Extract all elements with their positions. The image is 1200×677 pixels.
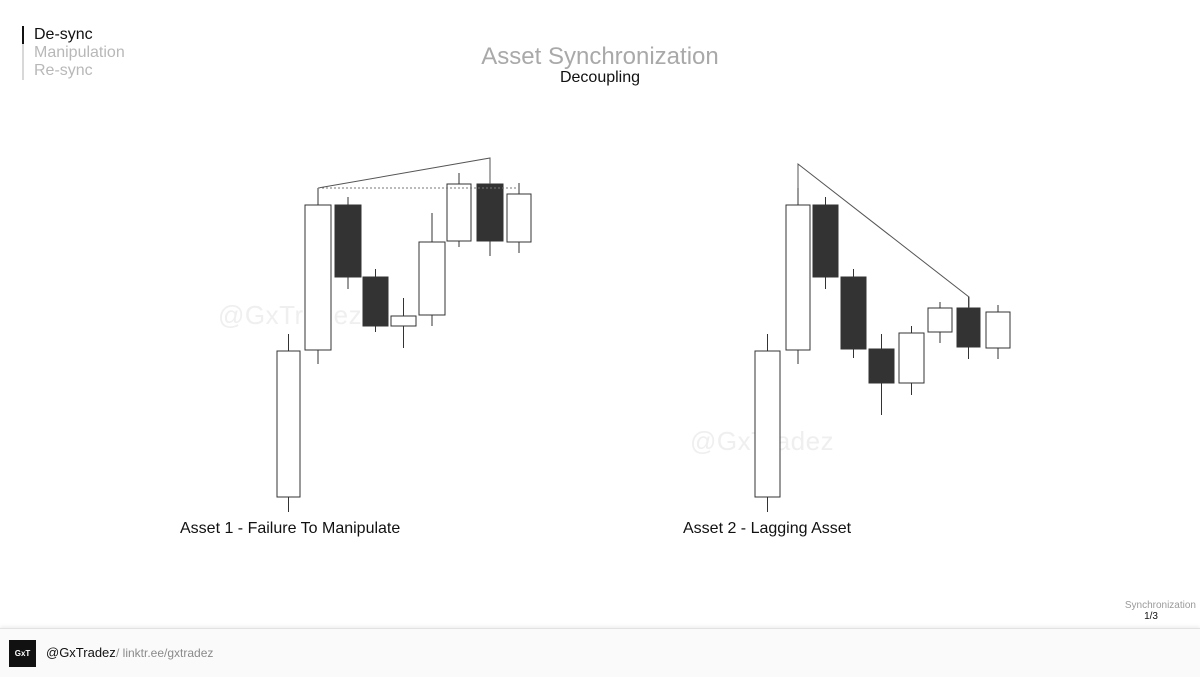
asset-1-chart bbox=[276, 157, 532, 512]
asset-2-chart bbox=[754, 162, 1011, 512]
asset-2-candle-body-9 bbox=[985, 311, 1011, 349]
asset-1-candle-body-9 bbox=[506, 193, 532, 243]
asset-2-candle-body-1 bbox=[754, 350, 781, 498]
asset-1-caption: Asset 1 - Failure To Manipulate bbox=[180, 520, 401, 537]
nav-item-re-sync[interactable]: Re-sync bbox=[22, 62, 172, 80]
asset-2-candle-body-8 bbox=[956, 307, 981, 348]
page-subtitle: Decoupling bbox=[559, 69, 641, 86]
asset-1-candle-body-3 bbox=[334, 204, 362, 278]
brand-logo: GxT bbox=[9, 640, 36, 667]
page-indicator: Synchronization 1/3 bbox=[1125, 600, 1196, 622]
asset-1-candle-body-6 bbox=[418, 241, 446, 316]
footer-handle[interactable]: @GxTradez bbox=[46, 645, 116, 660]
asset-1-candle-body-2 bbox=[304, 204, 332, 351]
asset-2-candle-body-7 bbox=[927, 307, 953, 333]
asset-1-candle-body-8 bbox=[476, 183, 504, 242]
asset-2-candle-body-2 bbox=[785, 204, 811, 351]
page-title: Asset Synchronization bbox=[481, 43, 719, 70]
nav-item-de-sync[interactable]: De-sync bbox=[22, 26, 172, 44]
nav-item-manipulation[interactable]: Manipulation bbox=[22, 44, 172, 62]
asset-2-caption: Asset 2 - Lagging Asset bbox=[683, 520, 852, 537]
asset-1-trendline bbox=[317, 157, 491, 189]
asset-2-trendline bbox=[797, 162, 970, 308]
asset-2-candle-body-5 bbox=[868, 348, 895, 384]
footer-link[interactable]: / linktr.ee/gxtradez bbox=[116, 646, 214, 660]
asset-2-candle-body-6 bbox=[898, 332, 925, 384]
asset-1-candle-body-5 bbox=[390, 315, 417, 327]
asset-1-candle-body-4 bbox=[362, 276, 389, 327]
page-number: 1/3 bbox=[1144, 611, 1158, 622]
asset-2-candle-body-3 bbox=[812, 204, 839, 278]
page-indicator-label: Synchronization bbox=[1124, 600, 1196, 611]
footer-bar: GxT @GxTradez / linktr.ee/gxtradez bbox=[0, 628, 1200, 677]
watermark-left: @GxTradez bbox=[218, 300, 363, 330]
asset-2-candle-body-4 bbox=[840, 276, 867, 350]
section-nav: De-sync Manipulation Re-sync bbox=[22, 26, 172, 80]
asset-1-candle-body-7 bbox=[446, 183, 472, 242]
asset-1-candle-body-1 bbox=[276, 350, 301, 498]
